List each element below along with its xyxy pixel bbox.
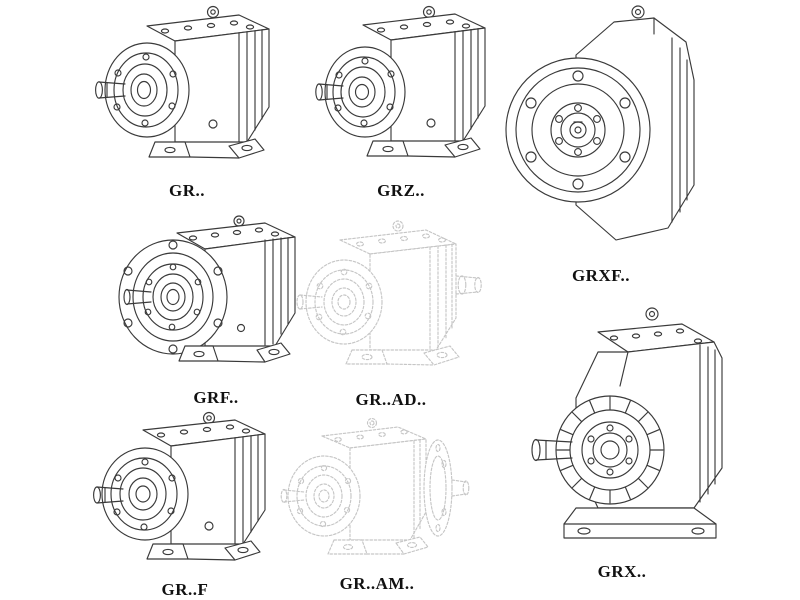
gearbox-illustration-gr-am	[280, 417, 470, 555]
model-figure-grxf: GRXF..	[491, 0, 711, 286]
model-label-gr: GR..	[169, 181, 205, 200]
gearbox-illustration-gr	[95, 5, 270, 159]
model-figure-gr: GR..	[82, 2, 292, 201]
model-label-gr-ad: GR..AD..	[355, 390, 427, 409]
model-label-gr-am: GR..AM..	[339, 574, 415, 593]
model-label-grx: GRX..	[597, 562, 647, 581]
gearbox-illustration-grz	[315, 5, 486, 158]
model-figure-grf: GRF..	[109, 212, 323, 408]
model-figure-gr-f: GR..F	[80, 408, 290, 600]
model-figure-gr-ad: GR..AD..	[284, 210, 498, 410]
model-label-gr-f: GR..F	[161, 580, 209, 599]
model-label-grz: GRZ..	[377, 181, 425, 200]
model-figure-gr-am: GR..AM..	[270, 408, 484, 594]
gearbox-illustration-gr-ad	[296, 220, 482, 366]
model-label-grf: GRF..	[193, 388, 239, 407]
gearbox-illustration-grx	[531, 307, 723, 539]
model-figure-grz: GRZ..	[296, 2, 506, 201]
gearbox-illustration-gr-f	[93, 411, 266, 561]
gearbox-illustration-grxf	[505, 5, 695, 241]
model-figure-grx: GRX..	[500, 300, 744, 582]
gearbox-illustration-grf	[118, 215, 296, 363]
model-label-grxf: GRXF..	[571, 266, 631, 285]
